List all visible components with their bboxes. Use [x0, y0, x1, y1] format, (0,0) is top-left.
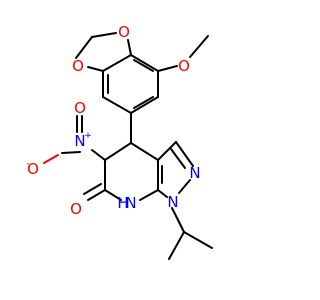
atom-o-methoxy: O: [178, 57, 190, 75]
atom-o-nitro-minus: O: [27, 160, 39, 178]
bond-c4-c5: [104, 142, 132, 161]
bond-c6-n7: [104, 189, 122, 201]
atom-n-pyrazole-1: N: [167, 193, 178, 211]
atom-o-nitro-double: O: [74, 99, 86, 117]
bond-ring-c3-c2: [130, 96, 159, 114]
bond-c5-nitro-n: [91, 149, 106, 161]
bond-ch-ch3-down: [168, 231, 185, 260]
atom-n-nitro: N: [74, 132, 85, 150]
bond-n2-n1: [178, 179, 191, 194]
bond-c3-n2-double: [170, 148, 186, 169]
bond-nitro-n-o-single: [61, 151, 81, 154]
bond-c3a-c4: [130, 142, 159, 161]
bond-ring-c6-c5: [102, 54, 132, 72]
bond-nitro-o-minus: [43, 154, 59, 164]
atom-o-dioxole-left: O: [72, 57, 84, 75]
bond-ch-ch3-right: [183, 231, 213, 249]
bond-ring-c5-c4: [130, 54, 159, 72]
bond-carbonyl-1: [87, 189, 106, 201]
structure-svg: O O O O N + O - O N N N H: [26, 23, 213, 260]
bond-ring-double-top: [133, 59, 154, 72]
bond-c3a-c3: [157, 141, 177, 161]
atom-h-amide: H: [117, 194, 128, 212]
atom-n-nitro-charge: +: [84, 131, 92, 141]
bond-o-ch3-methoxy: [189, 35, 209, 58]
bond-carbonyl-2: [83, 183, 102, 195]
bond-n7-c7a: [139, 189, 159, 201]
bond-c3-n2: [175, 141, 194, 167]
atom-o-dioxole-top: O: [118, 23, 130, 41]
bond-dioxole-ch2-o: [91, 32, 117, 38]
atom-o-nitro-charge: -: [26, 159, 29, 169]
bond-ring-double-bottom: [133, 96, 154, 109]
bond-dioxole-c-o-left: [87, 66, 104, 72]
atom-o-carbonyl: O: [70, 200, 82, 218]
atom-n-pyrazole-2: N: [189, 164, 200, 182]
atom-n-amide: N: [125, 194, 136, 212]
bond-dioxole-c-o-top: [127, 39, 132, 56]
bond-c-o-methoxy: [157, 65, 178, 72]
bond-n1-c7a: [157, 189, 168, 198]
bond-n1-ch: [171, 207, 185, 233]
molecule-diagram: O O O O N + O - O N N N H: [26, 23, 213, 260]
bond-ring-c7a-c7: [102, 96, 132, 114]
bond-dioxole-o-ch2: [75, 36, 93, 59]
